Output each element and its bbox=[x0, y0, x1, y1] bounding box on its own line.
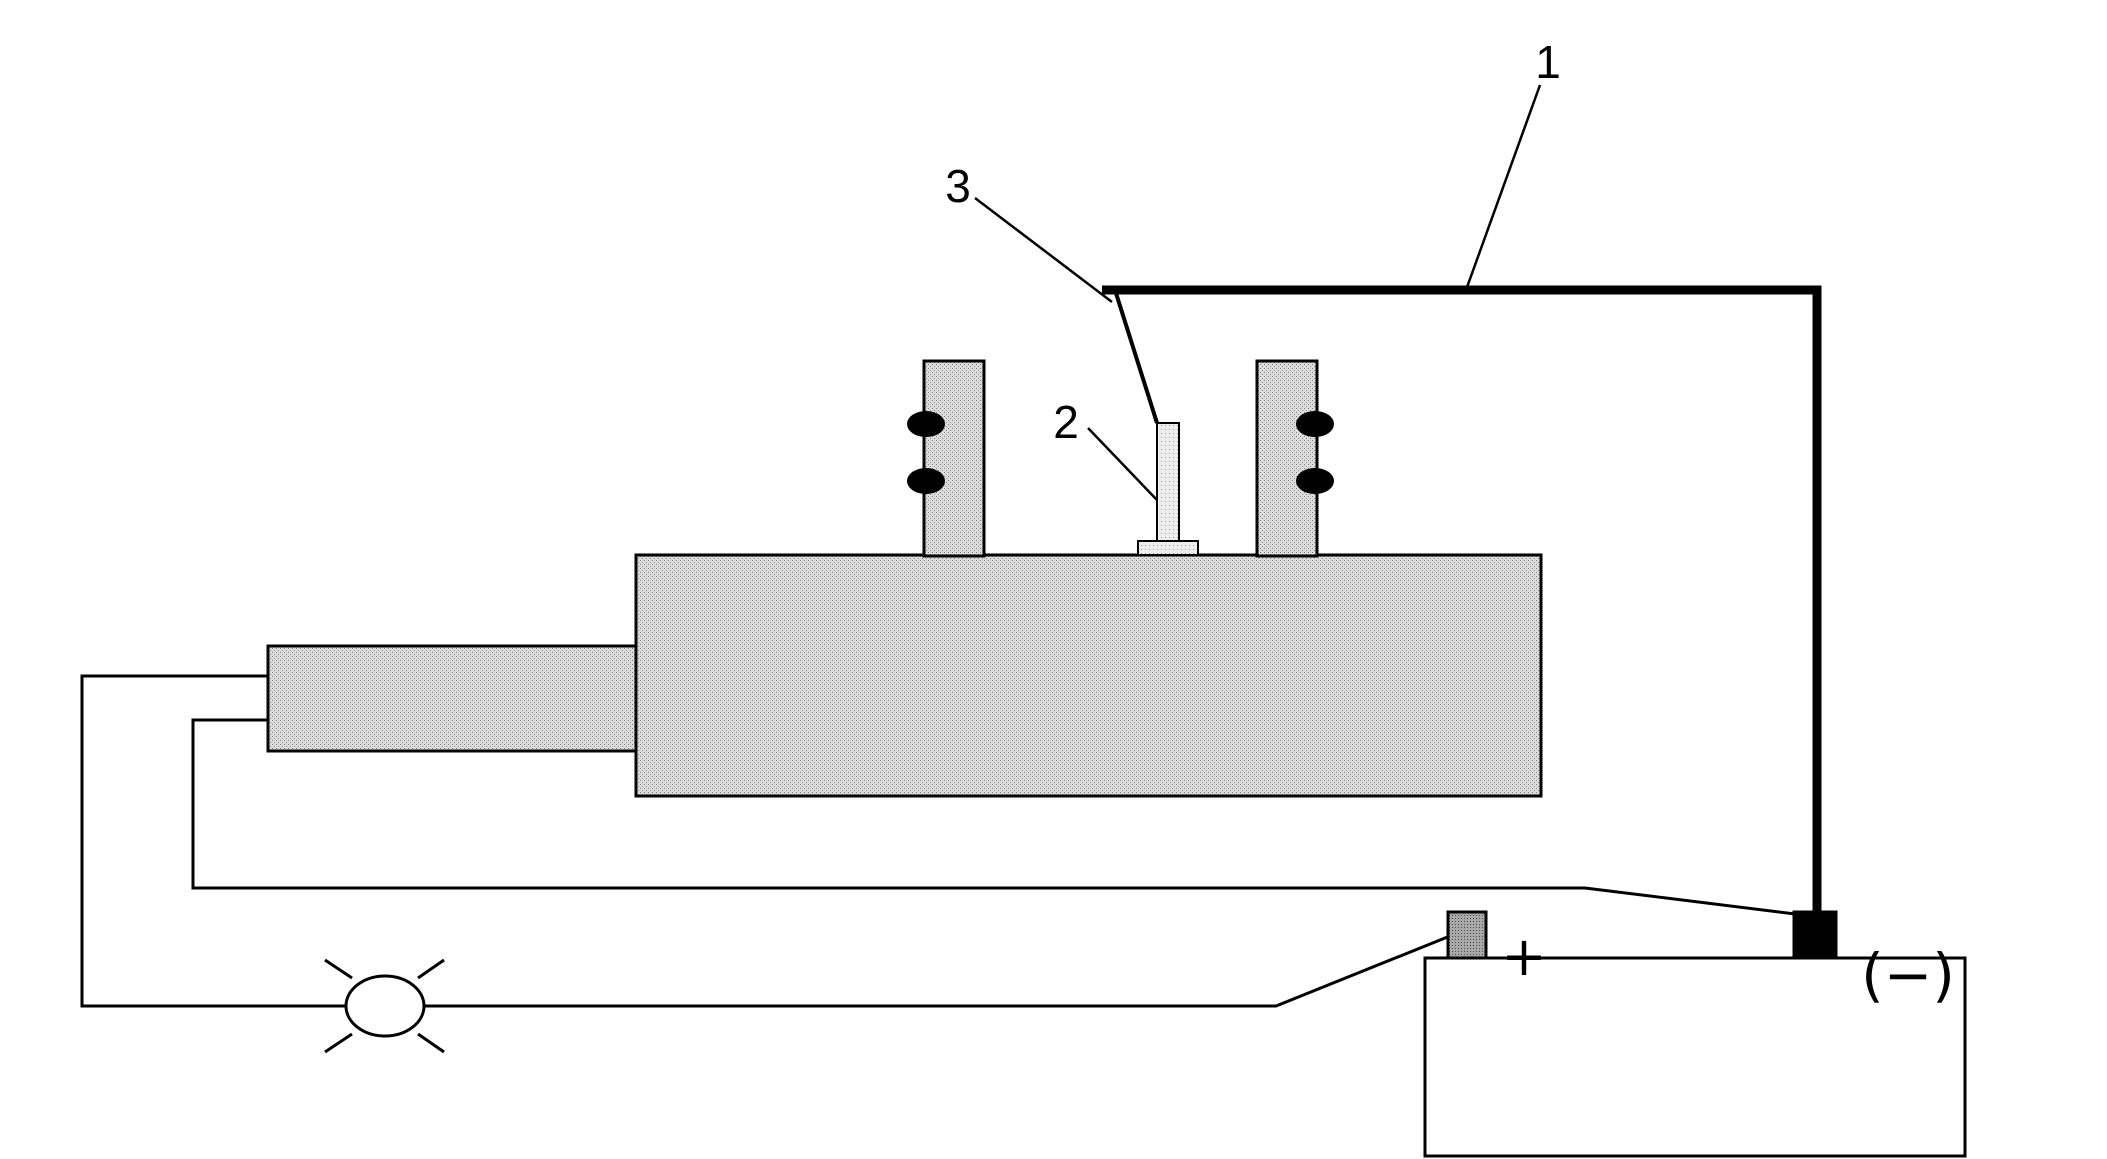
callout-3-leader bbox=[974, 197, 1113, 303]
callout-2: 2 bbox=[1053, 396, 1079, 448]
callout-3: 3 bbox=[945, 160, 971, 212]
left-bracket-fastener-top bbox=[907, 411, 945, 437]
battery bbox=[1423, 956, 1967, 1158]
right-bracket-fastener-bottom bbox=[1296, 468, 1334, 494]
callout-2-leader bbox=[1087, 427, 1158, 501]
main-body bbox=[634, 553, 1543, 798]
left-mounting-bracket bbox=[922, 359, 986, 558]
right-mounting-bracket bbox=[1255, 359, 1319, 558]
lamp-wire-right bbox=[424, 934, 1451, 1008]
negative-terminal-label: (−) bbox=[1861, 941, 1955, 1009]
test-lamp-icon bbox=[324, 958, 445, 1054]
actuator-rod bbox=[266, 644, 640, 753]
ground-stud-base bbox=[1137, 540, 1199, 556]
ground-stud bbox=[1156, 422, 1180, 542]
lamp-wire-left bbox=[80, 674, 346, 1008]
right-bracket-fastener-top bbox=[1296, 411, 1334, 437]
battery-negative-terminal bbox=[1792, 910, 1838, 960]
left-bracket-fastener-bottom bbox=[907, 468, 945, 494]
callout-1-leader bbox=[1464, 84, 1542, 291]
callout-1: 1 bbox=[1535, 36, 1561, 88]
jumper-clip bbox=[1102, 288, 1159, 424]
ground-wire bbox=[191, 718, 1796, 916]
jumper-wire bbox=[1102, 285, 1822, 915]
positive-terminal-label: + bbox=[1501, 925, 1546, 988]
battery-positive-terminal bbox=[1446, 910, 1488, 960]
